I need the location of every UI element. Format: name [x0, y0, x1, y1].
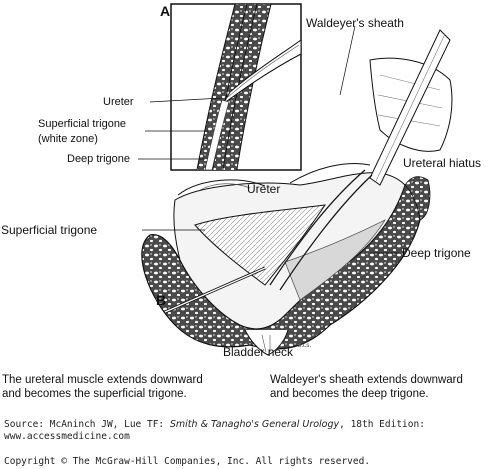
artist-mark: b.t.s. [298, 343, 311, 349]
label-superficial-trigone-main: Superficial trigone [1, 223, 98, 237]
caption-right-line-1: Waldeyer's sheath extends downward [270, 374, 463, 386]
label-ureter-main: Ureter [247, 182, 281, 196]
label-ureter-inset: Ureter [103, 96, 134, 108]
ureter-and-hiatus [269, 29, 453, 291]
label-deep-trigone-main: Deep trigone [402, 246, 471, 260]
caption-right-line-2: and becomes the deep trigone. [270, 388, 429, 400]
inset-a [170, 3, 302, 171]
label-white-zone: (white zone) [38, 133, 98, 145]
source-url[interactable]: www.accessmedicine.com [4, 431, 130, 442]
label-superficial-trigone-inset: Superficial trigone [38, 118, 127, 130]
label-deep-trigone-inset: Deep trigone [67, 153, 130, 165]
caption-right: Waldeyer's sheath extends downward and b… [270, 373, 463, 401]
source-suffix: , 18th Edition: [339, 419, 425, 430]
panel-label-b: B [156, 292, 166, 308]
label-waldeyers-sheath: Waldeyer's sheath [306, 16, 404, 30]
source-prefix: Source: McAninch JW, Lue TF: [4, 419, 170, 430]
label-ureteral-hiatus: Ureteral hiatus [403, 156, 482, 170]
bladder-section [141, 163, 422, 356]
leader-lines [138, 25, 400, 254]
anatomical-illustration: A B b.t.s. [138, 3, 453, 356]
caption-left-line-1: The ureteral muscle extends downward [2, 374, 203, 386]
copyright-notice: Copyright © The McGraw-Hill Companies, I… [4, 456, 371, 467]
label-bladder-neck: Bladder neck [223, 345, 294, 359]
panel-label-a: A [160, 3, 170, 19]
source-line: Source: McAninch JW, Lue TF: Smith & Tan… [4, 419, 425, 431]
source-book-title: Smith & Tanagho's General Urology [169, 419, 340, 430]
caption-left-line-2: and becomes the superficial trigone. [2, 388, 187, 400]
caption-left: The ureteral muscle extends downward and… [2, 373, 203, 401]
